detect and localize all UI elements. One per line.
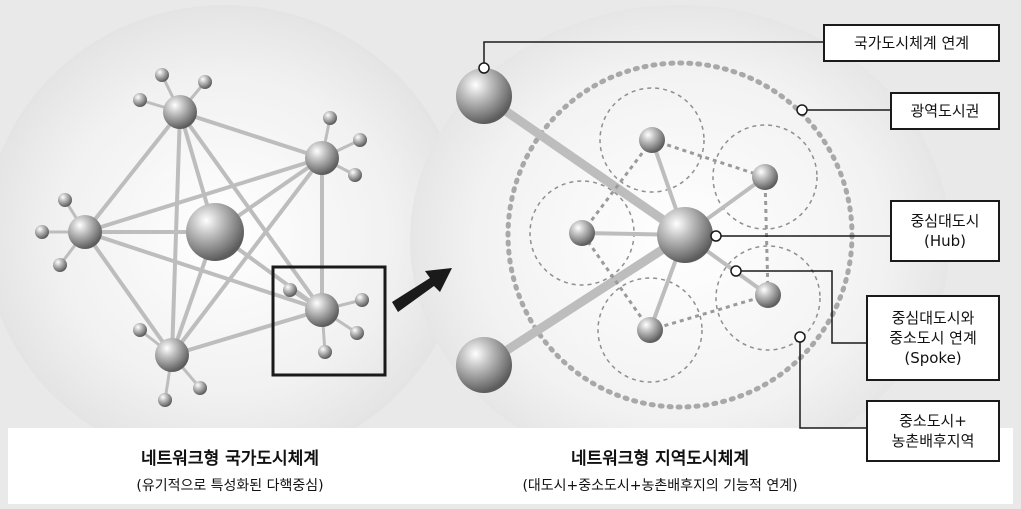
label-spoke-line1: 중심대도시와 (891, 309, 975, 327)
small-city-node (639, 127, 665, 153)
satellite-nodes (35, 68, 369, 407)
zoom-frame (271, 265, 387, 377)
national-network (42, 74, 363, 401)
label-spoke-line3: (Spoke) (904, 349, 962, 367)
zoom-arrow (392, 268, 452, 312)
city-node (155, 338, 189, 372)
caption-strip (8, 428, 1013, 504)
label-metro-area: 광역도시권 (890, 92, 1000, 130)
label-hub: 중심대도시 (Hub) (890, 200, 1000, 262)
caption-national-subtitle: (유기적으로 특성화된 다핵중심) (136, 478, 324, 494)
city-node (305, 293, 339, 327)
small-city-node (755, 282, 781, 308)
label-spoke-line2: 중소도시 연계 (889, 329, 977, 347)
national-city-node (456, 68, 512, 124)
small-city-node (637, 317, 663, 343)
small-city-node (569, 220, 595, 246)
regional-city-nodes (456, 68, 781, 393)
metro-area-boundary (505, 60, 855, 410)
leader-lines (483, 41, 890, 429)
caption-regional-subtitle: (대도시+중소도시+농촌배후지의 기능적 연계) (522, 478, 798, 494)
central-metro-node (186, 203, 244, 261)
city-node (68, 215, 102, 249)
label-spoke: 중심대도시와 중소도시 연계 (Spoke) (866, 295, 1000, 381)
caption-national-title: 네트워크형 국가도시체계 (141, 449, 319, 469)
caption-national: 네트워크형 국가도시체계 (유기적으로 특성화된 다핵중심) (30, 444, 430, 495)
caption-regional: 네트워크형 지역도시체계 (대도시+중소도시+농촌배후지의 기능적 연계) (460, 444, 860, 495)
label-rural-line2: 농촌배후지역 (891, 432, 975, 450)
city-node (305, 141, 339, 175)
city-node (163, 95, 197, 129)
leader-dots (478, 62, 808, 343)
label-metro-area-text: 광역도시권 (910, 102, 980, 120)
caption-regional-title: 네트워크형 지역도시체계 (571, 449, 749, 469)
national-city-nodes (35, 68, 369, 407)
national-city-node (456, 337, 512, 393)
label-national-link-text: 국가도시체계 연계 (853, 34, 970, 52)
label-hub-line2: (Hub) (923, 232, 966, 250)
label-rural-line1: 중소도시+ (899, 412, 967, 430)
label-national-link: 국가도시체계 연계 (823, 24, 1000, 62)
label-rural: 중소도시+ 농촌배후지역 (866, 400, 1000, 462)
hub-city-node (657, 207, 713, 263)
label-hub-line1: 중심대도시 (910, 212, 980, 230)
small-city-node (752, 164, 778, 190)
